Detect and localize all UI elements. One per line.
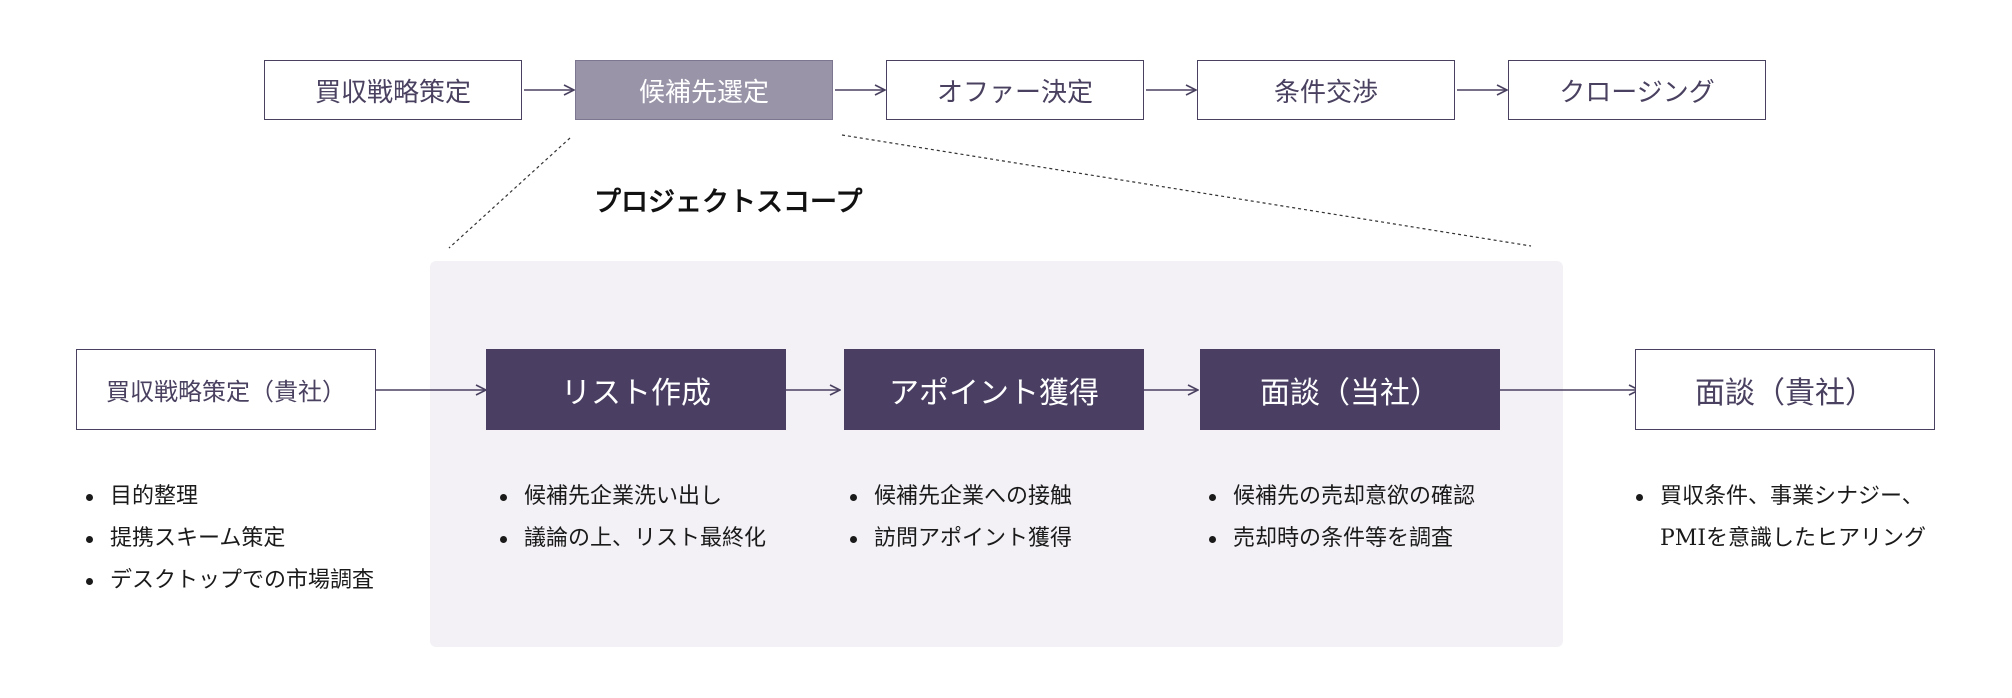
bullets-meeting-ours: 候補先の売却意欲の確認 売却時の条件等を調査 — [1203, 476, 1475, 560]
zoom-line-left — [448, 137, 571, 249]
top-step-closing: クロージング — [1508, 60, 1766, 120]
top-step-candidate-selection: 候補先選定 — [575, 60, 833, 120]
main-step-appointment: アポイント獲得 — [844, 349, 1144, 430]
list-item: 候補先企業への接触 — [844, 476, 1072, 518]
list-item: デスクトップでの市場調査 — [80, 560, 374, 602]
list-item: 候補先企業洗い出し — [494, 476, 766, 518]
main-step-meeting-ours: 面談（当社） — [1200, 349, 1500, 430]
list-item: 候補先の売却意欲の確認 — [1203, 476, 1475, 518]
list-item: 売却時の条件等を調査 — [1203, 518, 1475, 560]
top-step-strategy: 買収戦略策定 — [264, 60, 522, 120]
zoom-line-right — [841, 134, 1532, 247]
list-item: 提携スキーム策定 — [80, 518, 374, 560]
list-item: 目的整理 — [80, 476, 374, 518]
list-item: 訪問アポイント獲得 — [844, 518, 1072, 560]
list-item-continuation: PMIを意識したヒアリング — [1660, 526, 1927, 551]
list-item: 買収条件、事業シナジー、 — [1630, 476, 1926, 518]
main-step-list-creation: リスト作成 — [486, 349, 786, 430]
bullets-appointment: 候補先企業への接触 訪問アポイント獲得 — [844, 476, 1072, 560]
main-step-strategy-client: 買収戦略策定（貴社） — [76, 349, 376, 430]
main-step-meeting-client: 面談（貴社） — [1635, 349, 1935, 430]
scope-title: プロジェクトスコープ — [594, 187, 863, 218]
bullets-strategy-client: 目的整理 提携スキーム策定 デスクトップでの市場調査 — [80, 476, 374, 602]
top-step-offer: オファー決定 — [886, 60, 1144, 120]
list-item: 議論の上、リスト最終化 — [494, 518, 766, 560]
bullets-list-creation: 候補先企業洗い出し 議論の上、リスト最終化 — [494, 476, 766, 560]
top-step-negotiation: 条件交渉 — [1197, 60, 1455, 120]
bullets-meeting-client: 買収条件、事業シナジー、 PMIを意識したヒアリング — [1630, 476, 1926, 560]
project-scope-panel — [430, 261, 1563, 647]
